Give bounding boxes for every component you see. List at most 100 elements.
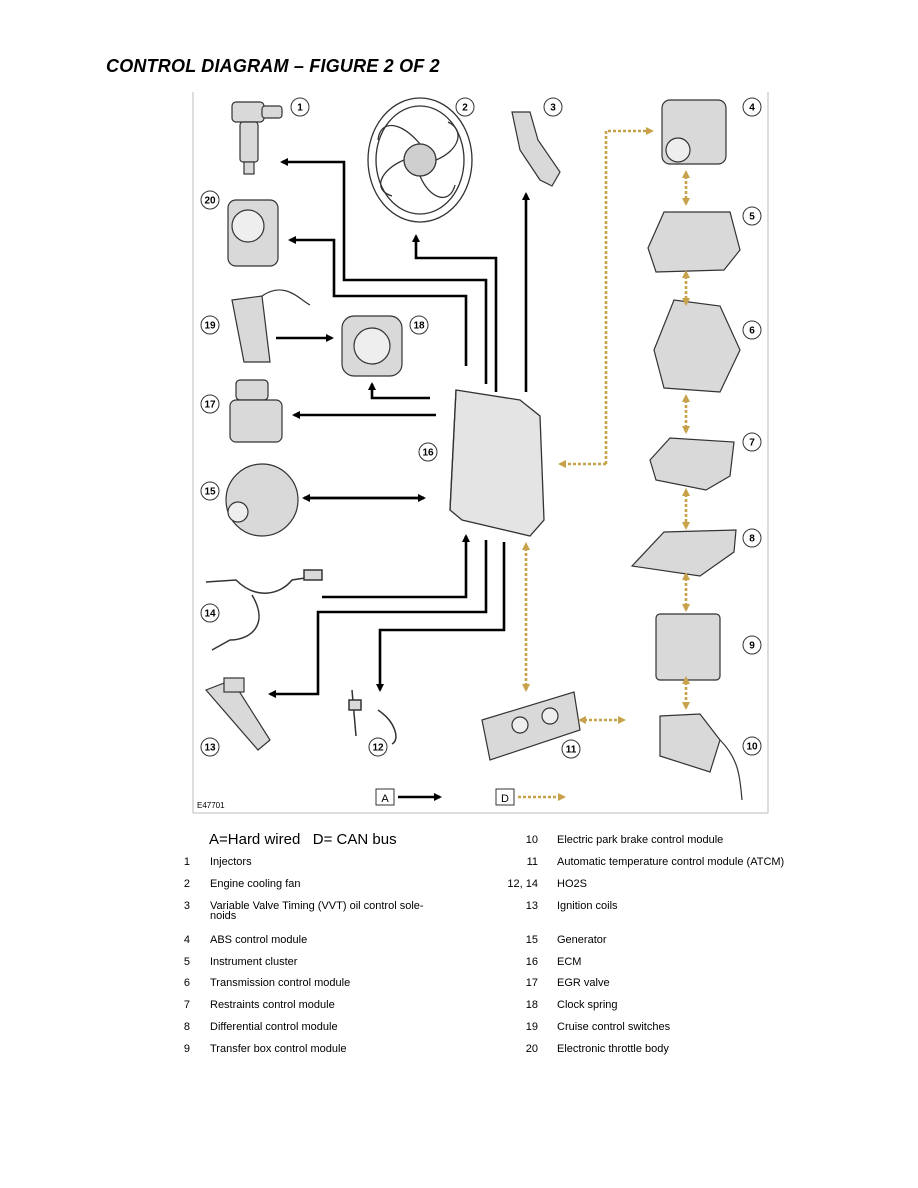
- callout-label-11: 11: [566, 745, 577, 756]
- callout-label-1: 1: [297, 103, 303, 114]
- legend-number: 16: [525, 956, 538, 968]
- legend-number: 12, 14: [507, 878, 538, 890]
- park-brake-module-icon: [659, 713, 743, 801]
- callout-circle-19: [200, 315, 220, 335]
- clock-spring-icon: [341, 315, 403, 377]
- legend-text: ECM: [557, 956, 582, 968]
- callout-label-3: 3: [550, 103, 556, 114]
- callout-label-19: 19: [204, 321, 216, 332]
- legend-number: 4: [183, 934, 190, 946]
- callout-label-9: 9: [749, 641, 755, 652]
- legend-text-continued: noids: [210, 910, 237, 922]
- callout-circle-8: [742, 528, 762, 548]
- legend-number: 15: [525, 934, 538, 946]
- callout-circle-9: [742, 635, 762, 655]
- callout-circle-10: [742, 736, 762, 756]
- legend-number: 13: [525, 900, 538, 912]
- legend-number: 19: [525, 1021, 538, 1033]
- callout-label-20: 20: [204, 196, 216, 207]
- ho2s-sensor-icon: [205, 569, 323, 651]
- callout-circle-12: [368, 737, 388, 757]
- transfer-box-module-icon: [655, 613, 721, 681]
- legend-number: 5: [183, 956, 190, 968]
- legend-text: Restraints control module: [210, 999, 335, 1011]
- key-hard-label: A: [381, 793, 389, 805]
- callout-label-2: 2: [462, 103, 468, 114]
- legend-number: 7: [183, 999, 190, 1011]
- legend-number: 20: [525, 1043, 538, 1055]
- legend-number: 10: [525, 834, 538, 846]
- legend-text: Electronic throttle body: [557, 1043, 669, 1055]
- legend-text: Injectors: [210, 856, 252, 868]
- ecm-icon: [449, 389, 545, 537]
- callout-circle-7: [742, 432, 762, 452]
- legend-text: Generator: [557, 934, 607, 946]
- callout-circle-1: [290, 97, 310, 117]
- callout-circle-18: [409, 315, 429, 335]
- atcm-icon: [481, 691, 581, 761]
- legend-number: 11: [526, 856, 538, 868]
- callout-circle-2: [455, 97, 475, 117]
- callout-label-16: 16: [422, 448, 434, 459]
- callout-label-13: 13: [204, 743, 216, 754]
- key-hard-box: [375, 788, 395, 806]
- callout-circle-6: [742, 320, 762, 340]
- legend-number: 6: [183, 977, 190, 989]
- legend-number: 2: [183, 878, 190, 890]
- restraints-module-icon: [649, 437, 735, 491]
- legend-text: EGR valve: [557, 977, 610, 989]
- legend-number: 8: [183, 1021, 190, 1033]
- ignition-coil-icon: [204, 677, 271, 751]
- legend-text: Electric park brake control module: [557, 834, 724, 846]
- key-can-box: [495, 788, 515, 806]
- page-title: CONTROL DIAGRAM – FIGURE 2 OF 2: [106, 56, 440, 76]
- transmission-module-icon: [653, 299, 741, 393]
- legend-number: 3: [183, 900, 190, 912]
- injector-icon: [231, 101, 283, 175]
- callout-label-4: 4: [749, 103, 755, 114]
- callout-circle-4: [742, 97, 762, 117]
- callout-label-17: 17: [204, 400, 216, 411]
- figure-id: E47701: [197, 801, 225, 810]
- cruise-switches-icon: [231, 289, 311, 363]
- callout-label-12: 12: [372, 743, 384, 754]
- hard-wired-lines: [268, 158, 530, 698]
- legend-text: Automatic temperature control module (AT…: [557, 856, 785, 868]
- ho2s-sensor-12-icon: [348, 689, 397, 745]
- legend-number: 17: [525, 977, 538, 989]
- can-bus-lines: [522, 127, 690, 724]
- key-description: A=Hard wired D= CAN bus: [209, 831, 397, 848]
- legend-text: Variable Valve Timing (VVT) oil control …: [210, 900, 424, 912]
- cooling-fan-icon: [367, 97, 473, 223]
- key-can-label: D: [501, 793, 509, 805]
- abs-module-icon: [661, 99, 727, 165]
- legend-text: Instrument cluster: [210, 956, 298, 968]
- callout-circle-20: [200, 190, 220, 210]
- instrument-cluster-icon: [647, 211, 741, 273]
- callout-circle-15: [200, 481, 220, 501]
- throttle-body-icon: [227, 199, 279, 267]
- callout-label-18: 18: [413, 321, 425, 332]
- callout-label-14: 14: [204, 609, 216, 620]
- differential-module-icon: [630, 529, 737, 577]
- callout-circle-13: [200, 737, 220, 757]
- legend-number: 9: [183, 1043, 190, 1055]
- legend-text: Clock spring: [557, 999, 618, 1011]
- legend-text: HO2S: [557, 878, 587, 890]
- legend-number: 1: [183, 856, 190, 868]
- legend-number: 18: [525, 999, 538, 1011]
- vvt-solenoid-icon: [511, 111, 561, 187]
- legend-text: ABS control module: [210, 934, 308, 946]
- legend-text: Engine cooling fan: [210, 878, 301, 890]
- legend-text: Cruise control switches: [557, 1021, 671, 1033]
- callout-circle-11: [561, 739, 581, 759]
- callout-label-8: 8: [749, 534, 755, 545]
- callout-circle-5: [742, 206, 762, 226]
- callout-label-10: 10: [746, 742, 758, 753]
- legend-text: Ignition coils: [557, 900, 618, 912]
- callout-circle-3: [543, 97, 563, 117]
- legend-text: Differential control module: [210, 1021, 338, 1033]
- legend-text: Transfer box control module: [210, 1043, 347, 1055]
